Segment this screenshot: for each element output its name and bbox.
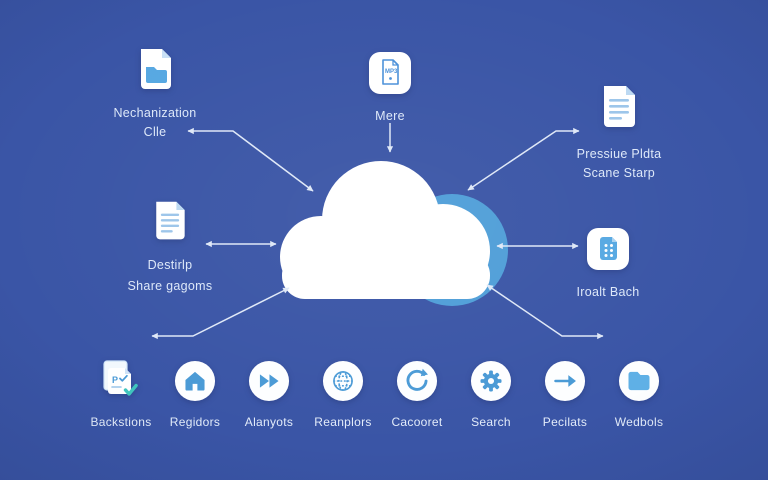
- connector-arrows: [151, 123, 604, 340]
- tool-search[interactable]: Search: [454, 358, 528, 429]
- folder-icon: [618, 358, 660, 404]
- node-nechanization: Nechanization Clle: [85, 46, 225, 143]
- node-pressiue-pldta: Pressiue Pldta Scane Starp: [548, 83, 690, 184]
- document-lines-icon: [148, 199, 192, 248]
- node-label: Nechanization Clle: [113, 106, 197, 140]
- svg-text:MP3: MP3: [385, 69, 398, 75]
- node-label: Destirlp Share gagoms: [127, 258, 213, 294]
- tool-backstions[interactable]: P Backstions: [84, 358, 158, 429]
- document-folder-icon: [132, 46, 178, 97]
- node-destirlp: Destirlp Share gagoms: [100, 199, 240, 298]
- node-iroalt-bach: Iroalt Bach: [538, 227, 678, 302]
- documents-check-icon: P: [97, 358, 145, 404]
- tool-pecilats[interactable]: Pecilats: [528, 358, 602, 429]
- tool-label: Reanplors: [314, 415, 372, 429]
- media-file-icon: MP3: [368, 51, 412, 100]
- tool-label: Alanyots: [244, 415, 294, 429]
- bottom-toolbar: P Backstions Regidors: [84, 358, 676, 429]
- copy-grid-icon: [586, 227, 630, 276]
- tool-label: Backstions: [90, 415, 152, 429]
- tool-label: Search: [471, 415, 511, 429]
- arrow-top-right: [467, 127, 580, 191]
- globe-icon: [322, 358, 364, 404]
- document-lines-icon: [595, 83, 643, 136]
- tool-cacooret[interactable]: Cacooret: [380, 358, 454, 429]
- node-label: Pressiue Pldta Scane Starp: [576, 147, 662, 181]
- node-mere: MP3 Mere: [330, 51, 450, 126]
- node-label: Mere: [375, 109, 405, 123]
- tool-label: Regidors: [169, 415, 221, 429]
- tool-label: Wedbols: [614, 415, 664, 429]
- arrow-right-icon: [544, 358, 586, 404]
- svg-text:P: P: [112, 375, 118, 385]
- tool-regidors[interactable]: Regidors: [158, 358, 232, 429]
- tool-reanplors[interactable]: Reanplors: [306, 358, 380, 429]
- arrow-bottom-right: [486, 284, 604, 340]
- home-icon: [174, 358, 216, 404]
- node-label: Iroalt Bach: [576, 285, 640, 299]
- gear-icon: [470, 358, 512, 404]
- cloud-icon: [280, 161, 508, 306]
- tool-wedbols[interactable]: Wedbols: [602, 358, 676, 429]
- arrow-bottom-left: [151, 287, 290, 340]
- tool-label: Cacooret: [391, 415, 443, 429]
- tool-alanyots[interactable]: Alanyots: [232, 358, 306, 429]
- tool-label: Pecilats: [542, 415, 588, 429]
- arrow-top-left: [187, 127, 314, 192]
- refresh-icon: [396, 358, 438, 404]
- fast-forward-icon: [248, 358, 290, 404]
